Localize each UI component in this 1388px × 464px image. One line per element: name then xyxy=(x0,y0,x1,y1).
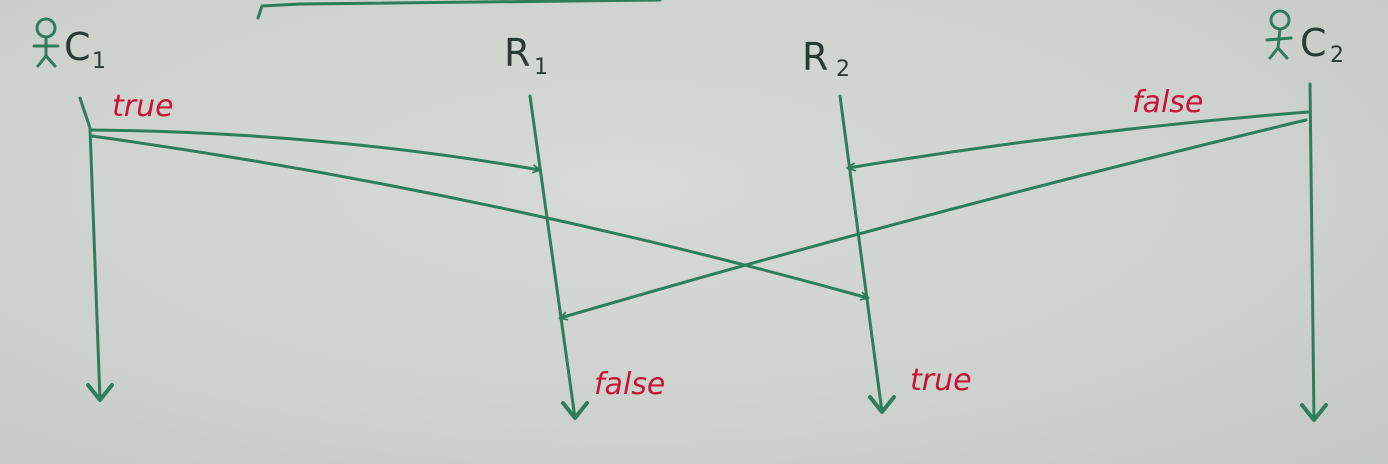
participant-r2: R 2 xyxy=(802,35,850,82)
label-r2-result: true xyxy=(910,363,972,398)
message-c1-to-r1 xyxy=(88,128,540,170)
message-c1-to-r2 xyxy=(90,134,868,298)
person-icon xyxy=(1265,9,1293,60)
participant-c1-name: C xyxy=(64,25,91,69)
lifeline-c2 xyxy=(1300,82,1328,422)
lifeline-r1 xyxy=(528,94,589,420)
participant-r1-name: R xyxy=(504,31,530,75)
label-r1-result: false xyxy=(594,367,665,402)
lifeline-r2 xyxy=(838,94,896,414)
participant-r1: R 1 xyxy=(504,31,548,80)
label-c2-sent: false xyxy=(1132,85,1203,120)
top-edge-stroke xyxy=(256,0,662,20)
person-icon xyxy=(32,17,60,68)
participant-c2-subscript: 2 xyxy=(1330,43,1344,68)
participant-c1: C 1 xyxy=(32,17,106,74)
participant-c2: C 2 xyxy=(1265,9,1344,68)
participant-r2-name: R xyxy=(802,35,828,79)
message-c2-to-r2 xyxy=(848,110,1310,168)
participant-r2-subscript: 2 xyxy=(836,57,850,82)
participant-c1-subscript: 1 xyxy=(92,49,106,74)
participant-r1-subscript: 1 xyxy=(534,55,548,80)
lifeline-c1 xyxy=(78,96,114,402)
label-c1-sent: true xyxy=(112,89,174,124)
message-c2-to-r1 xyxy=(560,118,1308,318)
participant-c2-name: C xyxy=(1300,21,1327,65)
